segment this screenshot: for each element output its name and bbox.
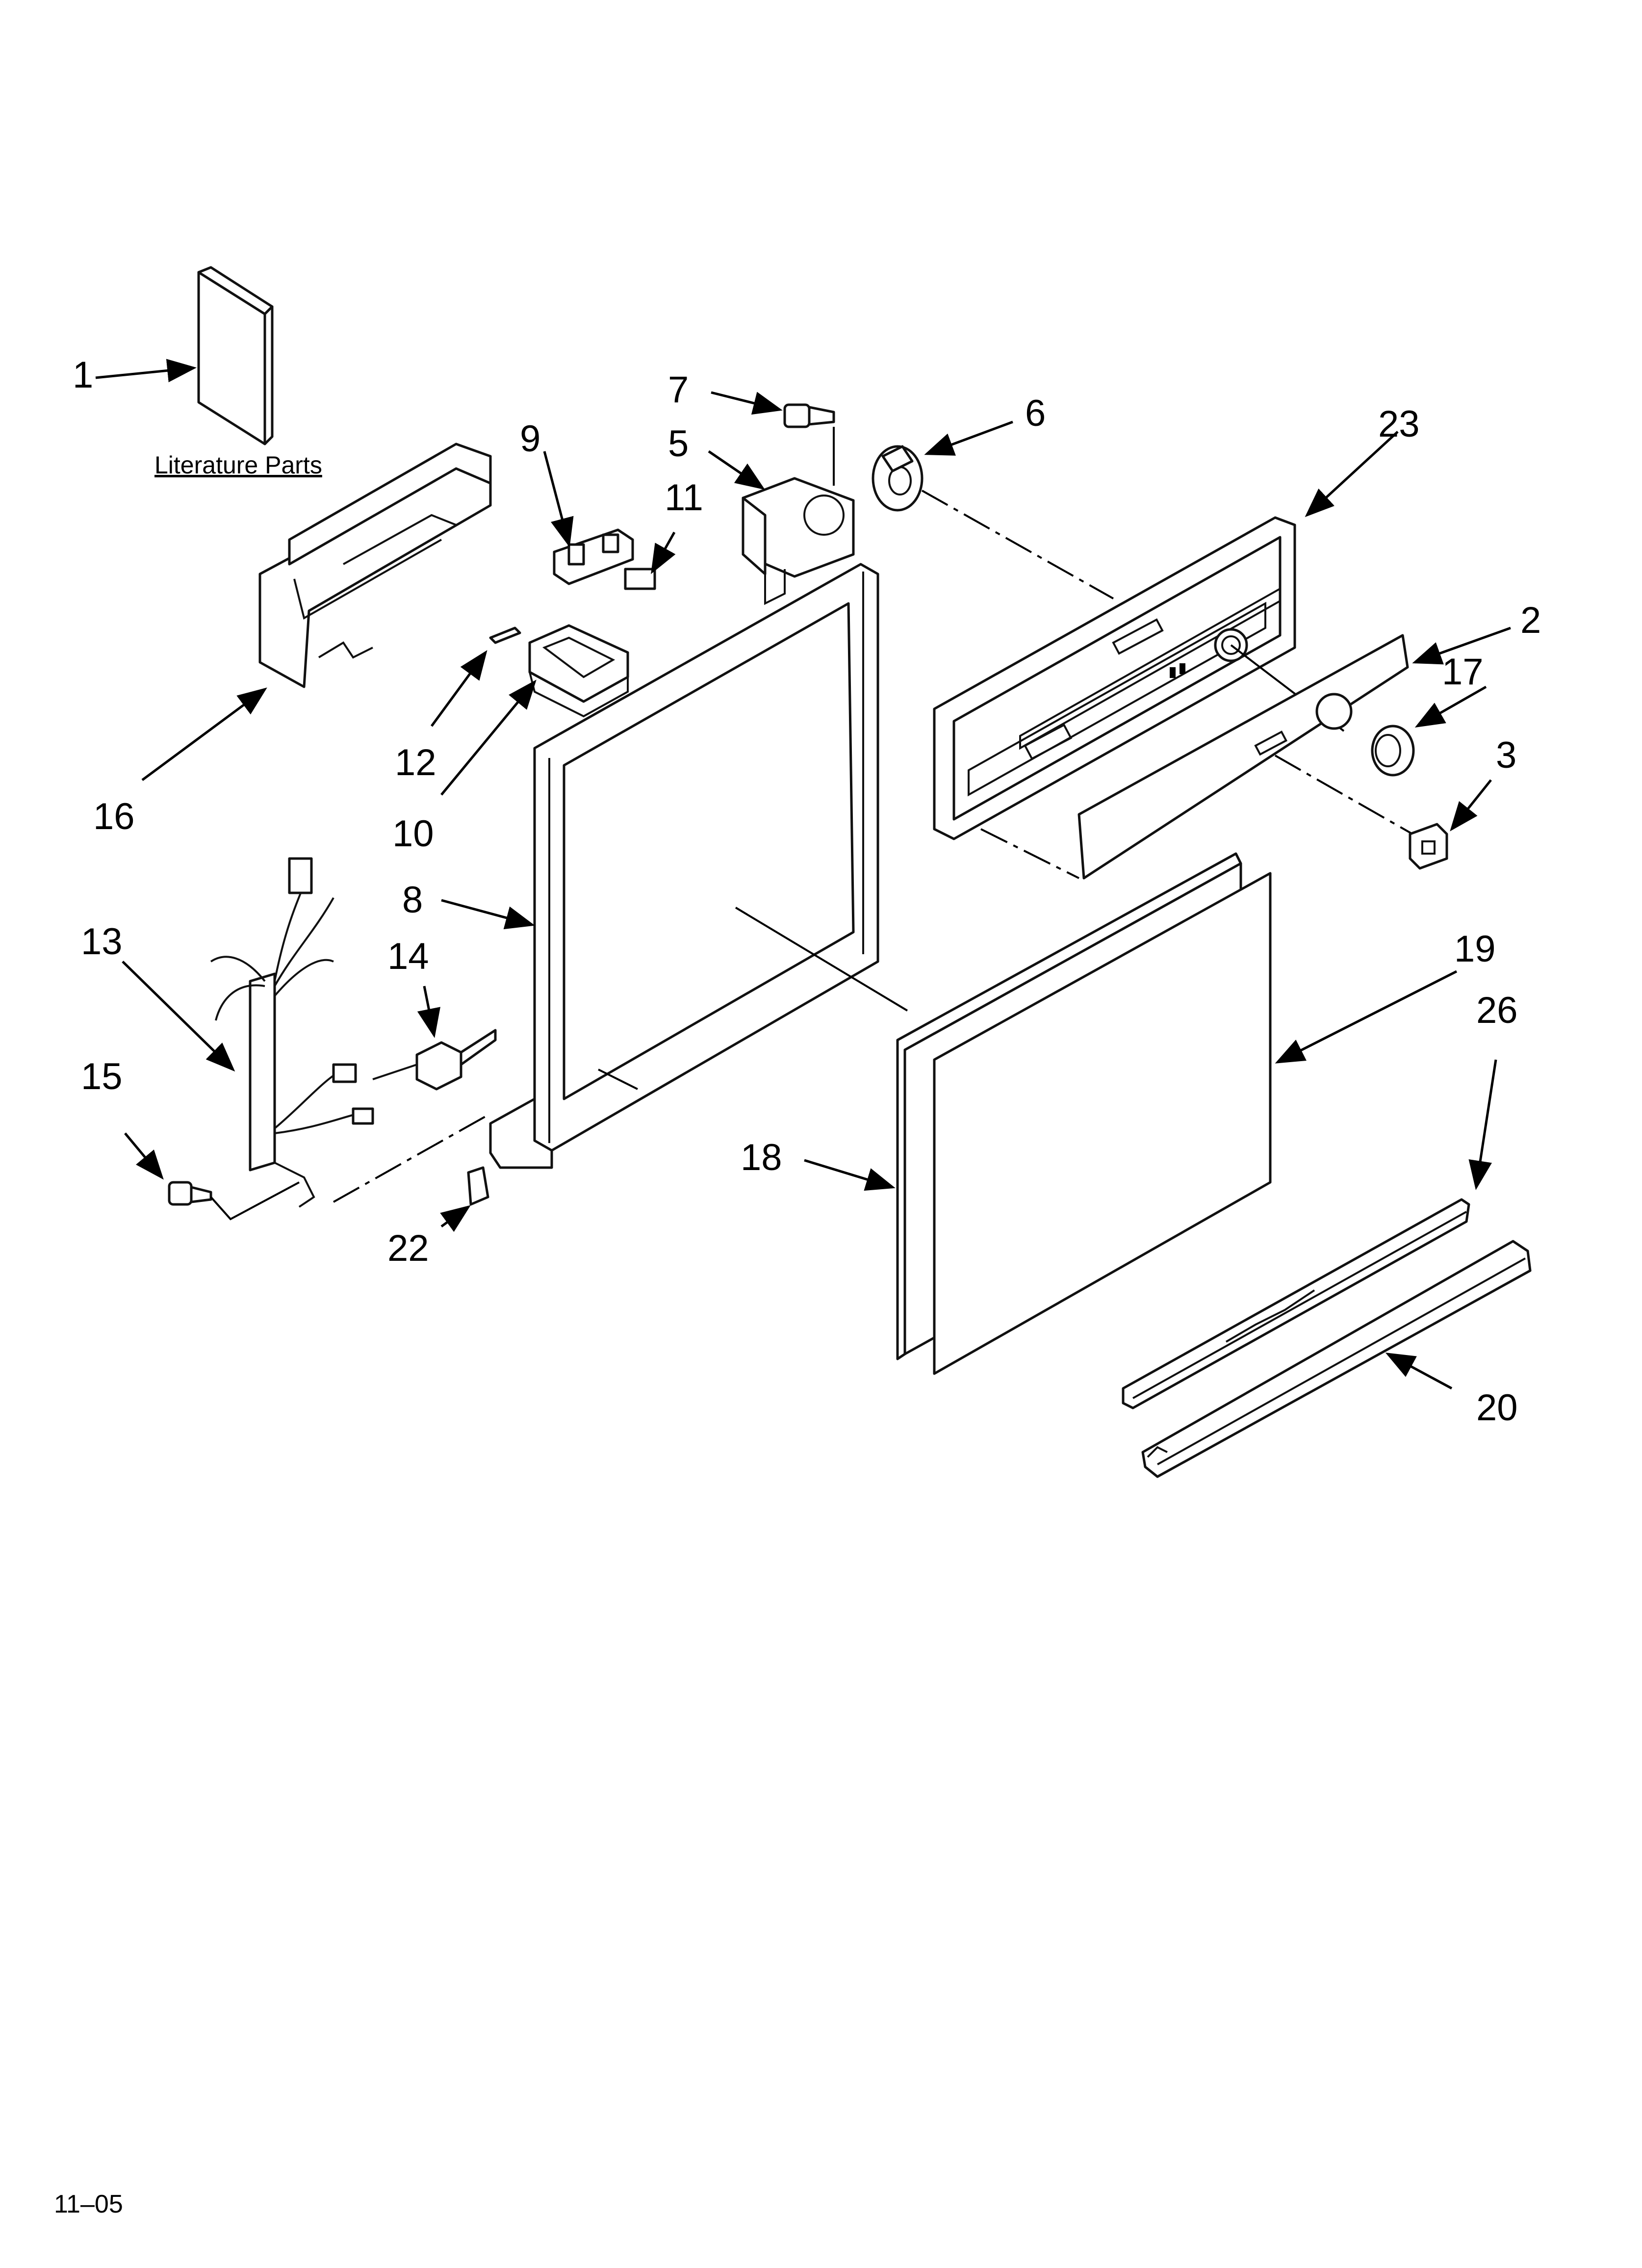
part-8-door-frame	[489, 563, 908, 1169]
part-6-knob	[872, 445, 924, 512]
part-19-inner-panel	[933, 872, 1272, 1375]
callout-22: 22	[387, 1227, 429, 1269]
part-15-screw	[168, 1181, 300, 1221]
callout-17: 17	[1442, 651, 1484, 693]
part-16-cover-shield	[258, 443, 492, 688]
part-2-overlay-panel	[1078, 634, 1409, 880]
part-7-screw	[783, 403, 835, 428]
callout-13: 13	[81, 921, 123, 963]
callout-23: 23	[1378, 403, 1420, 445]
callout-6: 6	[1025, 392, 1046, 434]
callout-12: 12	[395, 742, 436, 783]
part-9-latch	[553, 528, 634, 585]
footer-revision-code: 11–05	[54, 2190, 123, 2218]
literature-parts-label: Literature Parts	[154, 451, 322, 479]
part-11-switch	[624, 568, 656, 590]
part-5-timer	[742, 427, 855, 605]
callout-14: 14	[387, 936, 429, 977]
part-17-knob	[1371, 725, 1415, 777]
callout-8: 8	[402, 879, 423, 921]
callout-7: 7	[668, 369, 689, 411]
part-23-control-panel	[933, 516, 1296, 840]
callout-26: 26	[1476, 990, 1518, 1031]
callout-19: 19	[1454, 928, 1496, 970]
part-14-sensor	[372, 1029, 497, 1091]
callout-3: 3	[1496, 734, 1516, 776]
callout-1: 1	[73, 354, 93, 396]
part-12-strip	[489, 626, 521, 644]
callout-18: 18	[741, 1137, 782, 1178]
part-22-clip	[467, 1166, 489, 1206]
part-10-latch-housing	[528, 624, 629, 718]
callout-5: 5	[668, 423, 689, 465]
callout-15: 15	[81, 1056, 123, 1097]
part-26-trim-strip	[1122, 1198, 1470, 1409]
part-13-wire-harness	[210, 857, 374, 1208]
callout-16: 16	[93, 796, 135, 837]
part-20-bottom-trim	[1141, 1240, 1532, 1478]
callout-10: 10	[392, 813, 434, 855]
part-1-literature-booklet	[197, 266, 274, 445]
callout-2: 2	[1520, 600, 1541, 641]
callout-20: 20	[1476, 1387, 1518, 1429]
callout-9: 9	[520, 418, 540, 460]
callout-11: 11	[665, 477, 703, 519]
part-3-button	[1409, 823, 1448, 870]
